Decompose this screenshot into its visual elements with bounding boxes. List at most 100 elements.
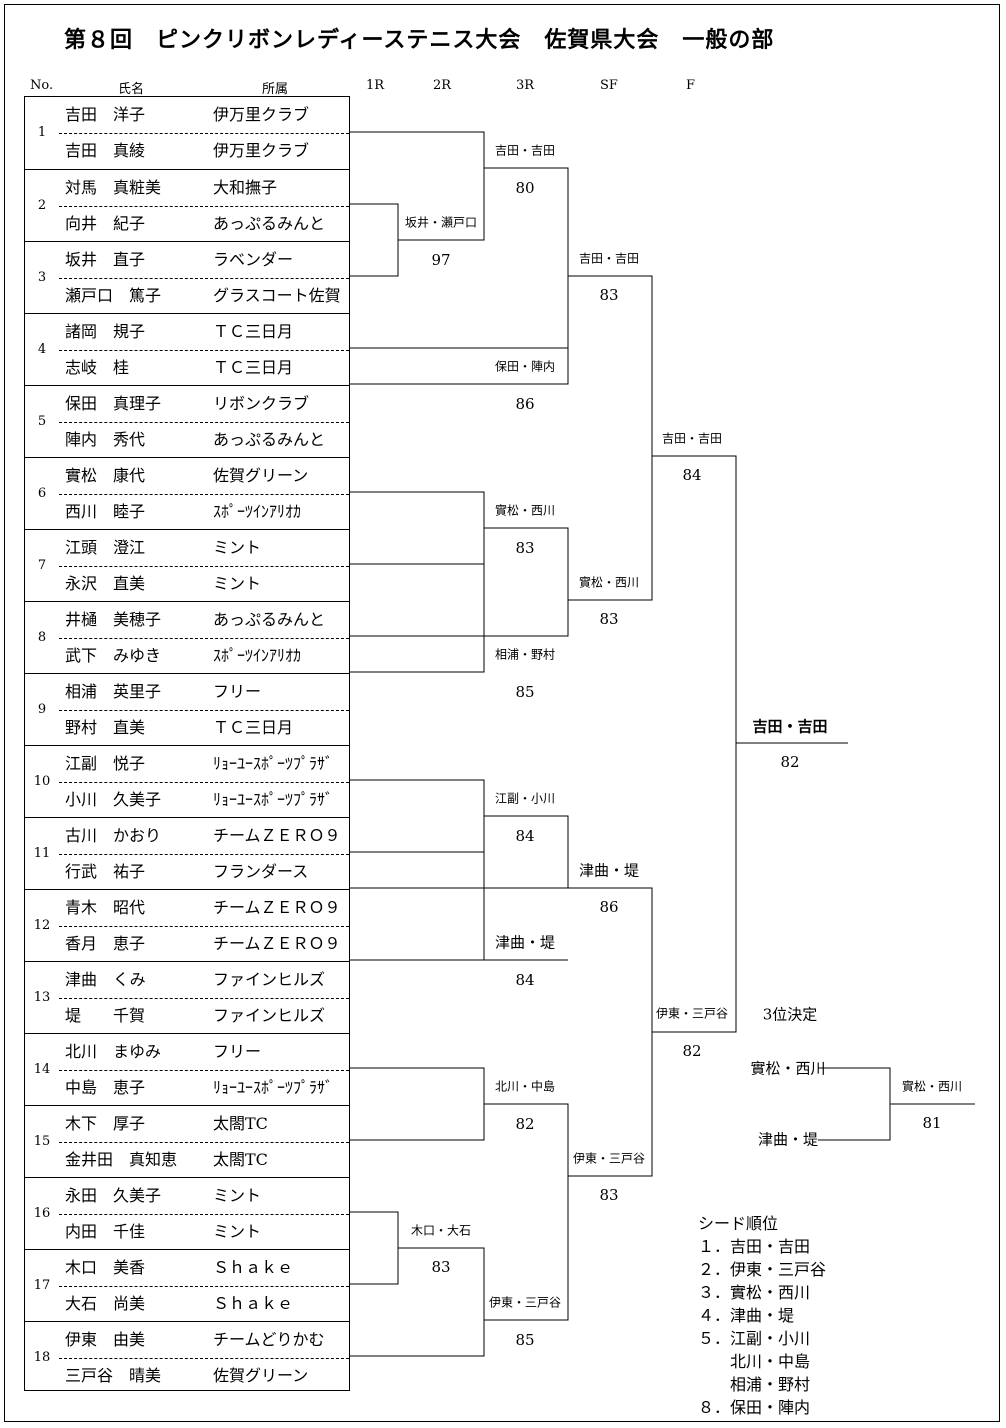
player-name: 江副 悦子 bbox=[65, 754, 146, 773]
match-score: 83 bbox=[599, 1186, 619, 1204]
player-club: あっぷるみんと bbox=[213, 214, 326, 233]
player-club: 伊万里クラブ bbox=[213, 105, 310, 124]
player-club: あっぷるみんと bbox=[213, 610, 326, 629]
player-club: フリー bbox=[213, 1042, 262, 1061]
match-score: 83 bbox=[599, 286, 619, 304]
header-club: 所属 bbox=[262, 82, 289, 97]
player-club: あっぷるみんと bbox=[213, 430, 326, 449]
player-name: 津曲 くみ bbox=[65, 970, 146, 989]
champion-name: 吉田・吉田 bbox=[752, 717, 828, 736]
player-name: 井樋 美穂子 bbox=[65, 610, 162, 629]
player-line: 青木 昭代チームＺＥＲＯ９ bbox=[65, 890, 341, 926]
player-club: 佐賀グリーン bbox=[213, 466, 309, 485]
player-line: 武下 みゆきｽﾎﾟｰﾂｲﾝｱﾘｵｶ bbox=[65, 638, 301, 674]
player-club: ファインヒルズ bbox=[213, 970, 326, 989]
player-line: 向井 紀子あっぷるみんと bbox=[65, 206, 325, 242]
player-club: ＴＣ三日月 bbox=[213, 358, 294, 377]
player-line: 香月 恵子チームＺＥＲＯ９ bbox=[65, 926, 341, 962]
player-club: ミント bbox=[213, 1222, 262, 1241]
seed-item: ８．保田・陣内 bbox=[698, 1398, 811, 1417]
player-line: 永沢 直美ミント bbox=[65, 566, 261, 602]
player-line: 三戸谷 晴美佐賀グリーン bbox=[65, 1358, 308, 1394]
player-club: チームＺＥＲＯ９ bbox=[213, 826, 341, 845]
player-line: 金井田 真知恵太閤TC bbox=[65, 1142, 268, 1178]
player-club: ファインヒルズ bbox=[213, 1006, 326, 1025]
player-line: 対馬 真粧美大和撫子 bbox=[65, 170, 277, 206]
player-club: ﾘｮｰﾕｰｽﾎﾟｰﾂﾌﾟﾗｻﾞ bbox=[213, 754, 334, 773]
player-line: 木下 厚子太閤TC bbox=[65, 1106, 268, 1142]
player-name: 坂井 直子 bbox=[65, 250, 146, 269]
match-winner: 坂井・瀬戸口 bbox=[404, 215, 478, 230]
player-club: チームどりかむ bbox=[213, 1330, 325, 1349]
player-line: 小川 久美子ﾘｮｰﾕｰｽﾎﾟｰﾂﾌﾟﾗｻﾞ bbox=[65, 782, 333, 818]
entry-divider bbox=[59, 1142, 349, 1143]
entry-divider bbox=[59, 206, 349, 207]
player-name: 吉田 真綾 bbox=[65, 141, 146, 160]
match-score: 97 bbox=[431, 251, 451, 269]
page-title: 第８回 ピンクリボンレディーステニス大会 佐賀県大会 一般の部 bbox=[64, 27, 775, 53]
player-club: チームＺＥＲＯ９ bbox=[213, 934, 341, 953]
match-winner: 實松・西川 bbox=[494, 503, 556, 518]
entry-number: 17 bbox=[33, 1278, 51, 1293]
match-winner: 保田・陣内 bbox=[494, 359, 556, 374]
third-place-team: 實松・西川 bbox=[750, 1059, 826, 1078]
player-line: 津曲 くみ ファインヒルズ bbox=[65, 962, 325, 998]
match-score: 83 bbox=[431, 1258, 451, 1276]
third-place-team: 津曲・堤 bbox=[757, 1130, 819, 1149]
player-name: 三戸谷 晴美 bbox=[65, 1366, 162, 1385]
seed-list-title: シード順位 bbox=[698, 1214, 779, 1233]
player-club: Ｓｈａｋｅ bbox=[213, 1258, 294, 1277]
player-club: ラベンダー bbox=[213, 250, 294, 269]
match-winner: 江副・小川 bbox=[494, 791, 556, 806]
match-winner: 木口・大石 bbox=[410, 1223, 472, 1238]
entry-number: 16 bbox=[33, 1206, 51, 1221]
player-club: ＴＣ三日月 bbox=[213, 322, 294, 341]
match-score: 84 bbox=[682, 466, 702, 484]
entry-number: 14 bbox=[33, 1062, 51, 1077]
match-winner: 實松・西川 bbox=[578, 575, 640, 590]
entry-divider bbox=[59, 494, 349, 495]
entry-divider bbox=[59, 422, 349, 423]
third-place-label: 3位決定 bbox=[762, 1005, 818, 1024]
player-name: 野村 直美 bbox=[65, 718, 146, 737]
player-club: ｽﾎﾟｰﾂｲﾝｱﾘｵｶ bbox=[213, 502, 302, 521]
seed-item: ３．實松・西川 bbox=[698, 1283, 811, 1302]
player-name: 武下 みゆき bbox=[65, 646, 162, 665]
player-line: 伊東 由美チームどりかむ bbox=[65, 1322, 325, 1358]
player-name: 木下 厚子 bbox=[65, 1114, 146, 1133]
match-winner: 津曲・堤 bbox=[494, 933, 556, 952]
player-line: 實松 康代佐賀グリーン bbox=[65, 458, 308, 494]
player-line: 江副 悦子 ﾘｮｰﾕｰｽﾎﾟｰﾂﾌﾟﾗｻﾞ bbox=[65, 746, 333, 782]
player-line: 中島 恵子ﾘｮｰﾕｰｽﾎﾟｰﾂﾌﾟﾗｻﾞ bbox=[65, 1070, 333, 1106]
entry-divider bbox=[59, 638, 349, 639]
player-line: 保田 真理子リボンクラブ bbox=[65, 386, 309, 422]
entry-divider bbox=[59, 710, 349, 711]
player-club: チームＺＥＲＯ９ bbox=[213, 898, 341, 917]
match-winner: 相浦・野村 bbox=[494, 647, 556, 662]
entry-divider bbox=[59, 782, 349, 783]
player-line: 吉田 洋子伊万里クラブ bbox=[65, 97, 309, 133]
match-winner: 伊東・三戸谷 bbox=[572, 1151, 646, 1166]
